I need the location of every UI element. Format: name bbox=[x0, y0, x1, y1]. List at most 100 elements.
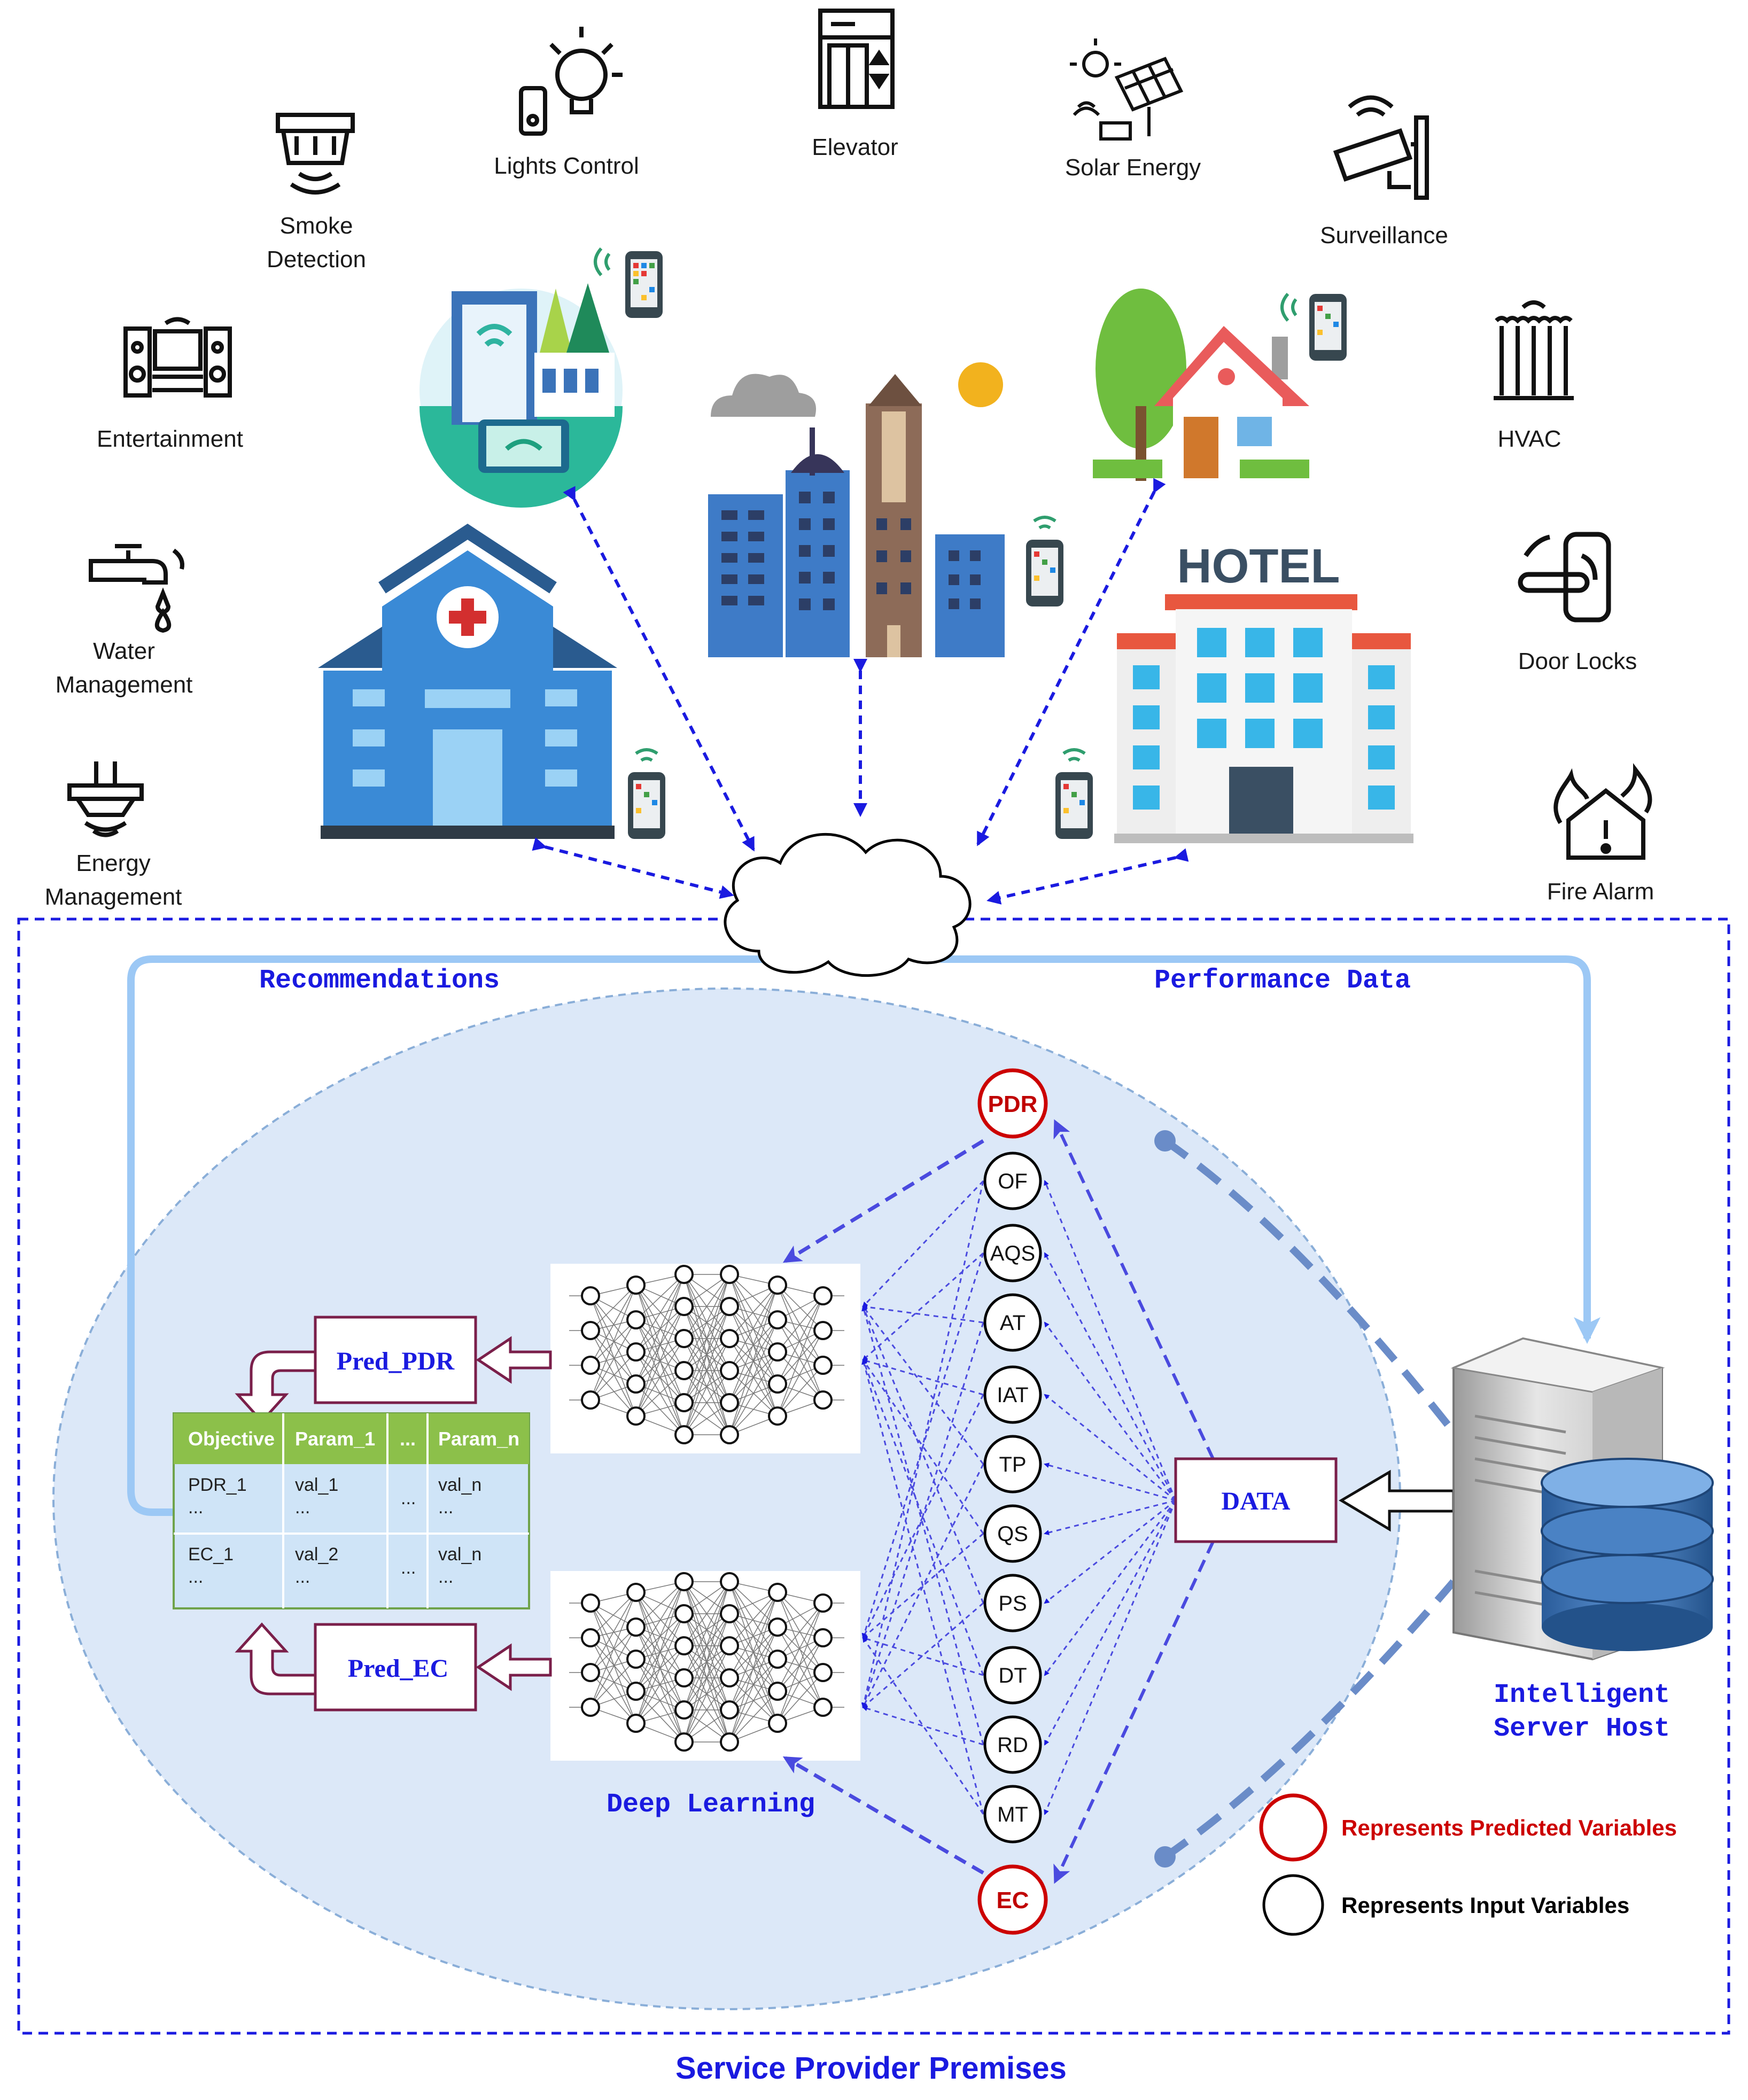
server-label: Server Host bbox=[1494, 1714, 1670, 1744]
device-label: Management bbox=[56, 672, 193, 698]
recommendations-flow bbox=[127, 946, 812, 1516]
predicted-variable-circle bbox=[977, 1068, 1048, 1139]
neuron-node bbox=[674, 1668, 694, 1687]
pred-ec-label: Pred_EC bbox=[348, 1654, 448, 1683]
input-variable-node: PS bbox=[983, 1574, 1042, 1632]
input-variable-circle bbox=[983, 1435, 1042, 1494]
table-cell: val_1 bbox=[295, 1475, 338, 1495]
input-to-nn-link bbox=[862, 1636, 984, 1676]
neuron-node bbox=[768, 1650, 787, 1669]
table-cell: val_n bbox=[438, 1475, 481, 1495]
deep-learning-label: Deep Learning bbox=[607, 1790, 815, 1820]
neuron-node bbox=[720, 1425, 739, 1444]
data-to-input-link bbox=[1044, 1499, 1176, 1604]
surveillance-camera-icon bbox=[1333, 95, 1429, 200]
input-to-nn-link bbox=[861, 1253, 984, 1639]
input-variable-label: TP bbox=[999, 1453, 1026, 1476]
neuron-node bbox=[581, 1628, 600, 1647]
neuron-node bbox=[581, 1698, 600, 1717]
neuron-node bbox=[674, 1572, 694, 1591]
light-bulb-icon bbox=[519, 27, 623, 136]
neuron-node bbox=[813, 1356, 833, 1375]
predicted-variable-node: PDR bbox=[977, 1068, 1048, 1139]
solar-panel-icon bbox=[1070, 38, 1184, 141]
table-header: Param_n bbox=[438, 1428, 519, 1450]
door-lock-icon bbox=[1518, 532, 1611, 623]
input-variable-node: AT bbox=[983, 1293, 1042, 1352]
input-variable-node: TP bbox=[983, 1435, 1042, 1494]
input-to-nn-link bbox=[862, 1305, 984, 1465]
recommendations-label: Recommendations bbox=[259, 966, 500, 996]
data-to-input-link bbox=[1044, 1180, 1177, 1501]
input-to-nn-link bbox=[861, 1180, 984, 1708]
neuron-node bbox=[626, 1583, 646, 1602]
neuron-node bbox=[720, 1732, 739, 1752]
performance-data-label: Performance Data bbox=[1154, 966, 1411, 996]
legend-predicted-swatch bbox=[1259, 1793, 1327, 1862]
performance-data-flow bbox=[941, 955, 1601, 1344]
input-variable-label: AT bbox=[1000, 1311, 1026, 1335]
neuron-node bbox=[813, 1321, 833, 1340]
table-header: ... bbox=[400, 1428, 416, 1450]
smart-home-illustration bbox=[419, 283, 623, 508]
device-label: HVAC bbox=[1498, 426, 1561, 452]
table-cell: ... bbox=[188, 1567, 203, 1587]
neuron-node bbox=[674, 1393, 694, 1412]
cloud-icon bbox=[724, 833, 972, 977]
neuron-node bbox=[720, 1329, 739, 1348]
table-header: Objective bbox=[188, 1428, 275, 1450]
table-cell: ... bbox=[188, 1497, 203, 1518]
input-variable-circle bbox=[983, 1152, 1042, 1210]
data-to-input-link bbox=[1044, 1321, 1177, 1501]
neuron-node bbox=[674, 1700, 694, 1720]
connector-dot bbox=[1154, 1130, 1176, 1152]
neuron-node bbox=[581, 1356, 600, 1375]
table-cell: val_2 bbox=[295, 1544, 338, 1565]
device-label: Water bbox=[93, 638, 155, 664]
building-cloud-links bbox=[532, 478, 1189, 905]
neuron-node bbox=[813, 1698, 833, 1717]
neuron-node bbox=[768, 1342, 787, 1362]
device-label: Elevator bbox=[812, 134, 898, 160]
input-to-nn-link bbox=[861, 1305, 984, 1745]
neuron-node bbox=[674, 1297, 694, 1316]
data-to-input-link bbox=[1044, 1500, 1177, 1676]
input-variable-label: OF bbox=[998, 1170, 1028, 1193]
data-to-input-link bbox=[1044, 1394, 1176, 1502]
input-variable-label: MT bbox=[997, 1803, 1028, 1826]
neuron-node bbox=[768, 1617, 787, 1637]
neuron-node bbox=[674, 1361, 694, 1380]
device-label: Fire Alarm bbox=[1547, 878, 1654, 905]
neuron-node bbox=[720, 1393, 739, 1412]
data-to-input-link bbox=[1044, 1252, 1177, 1501]
neuron-node bbox=[674, 1604, 694, 1623]
smartphone-icon bbox=[1026, 516, 1063, 606]
neuron-node bbox=[813, 1628, 833, 1647]
input-variable-node: QS bbox=[983, 1504, 1042, 1563]
input-variable-label: AQS bbox=[990, 1242, 1035, 1265]
neuron-node bbox=[626, 1374, 646, 1394]
neuron-node bbox=[720, 1297, 739, 1316]
input-variable-circle bbox=[983, 1574, 1042, 1632]
neuron-node bbox=[626, 1682, 646, 1701]
device-label: Surveillance bbox=[1320, 222, 1448, 248]
neuron-node bbox=[581, 1321, 600, 1340]
smoke-detector-icon bbox=[276, 113, 355, 195]
neuron-node bbox=[768, 1406, 787, 1426]
input-variable-node: DT bbox=[983, 1646, 1042, 1705]
input-to-nn-link bbox=[862, 1359, 984, 1676]
input-variable-circle bbox=[983, 1785, 1042, 1844]
device-label: Entertainment bbox=[97, 426, 243, 452]
input-variable-circle bbox=[983, 1646, 1042, 1705]
results-table: Objective Param_1 ... Param_n PDR_1 val_… bbox=[173, 1412, 530, 1609]
city-skyline-illustration bbox=[708, 362, 1005, 657]
neuron-node bbox=[768, 1275, 787, 1295]
hospital-illustration bbox=[318, 524, 617, 839]
input-to-nn-link bbox=[861, 1322, 984, 1708]
table-cell: ... bbox=[438, 1567, 453, 1587]
neuron-node bbox=[720, 1361, 739, 1380]
energy-plug-icon bbox=[67, 761, 144, 837]
neuron-node bbox=[581, 1593, 600, 1613]
server-connectors bbox=[1163, 1138, 1457, 1860]
input-to-nn-link bbox=[862, 1304, 984, 1324]
